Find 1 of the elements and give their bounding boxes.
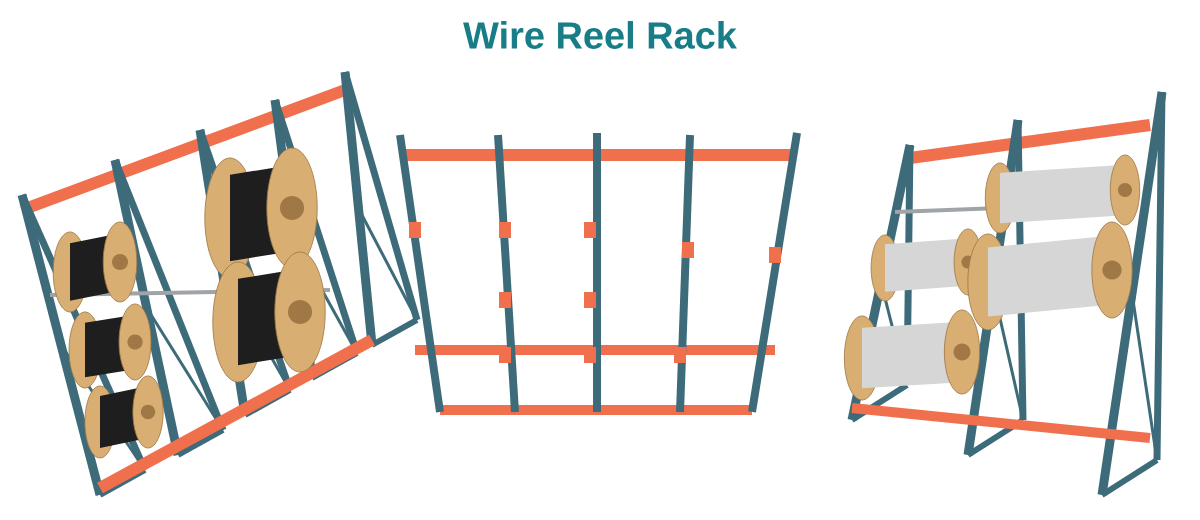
title: Wire Reel Rack: [463, 21, 737, 49]
